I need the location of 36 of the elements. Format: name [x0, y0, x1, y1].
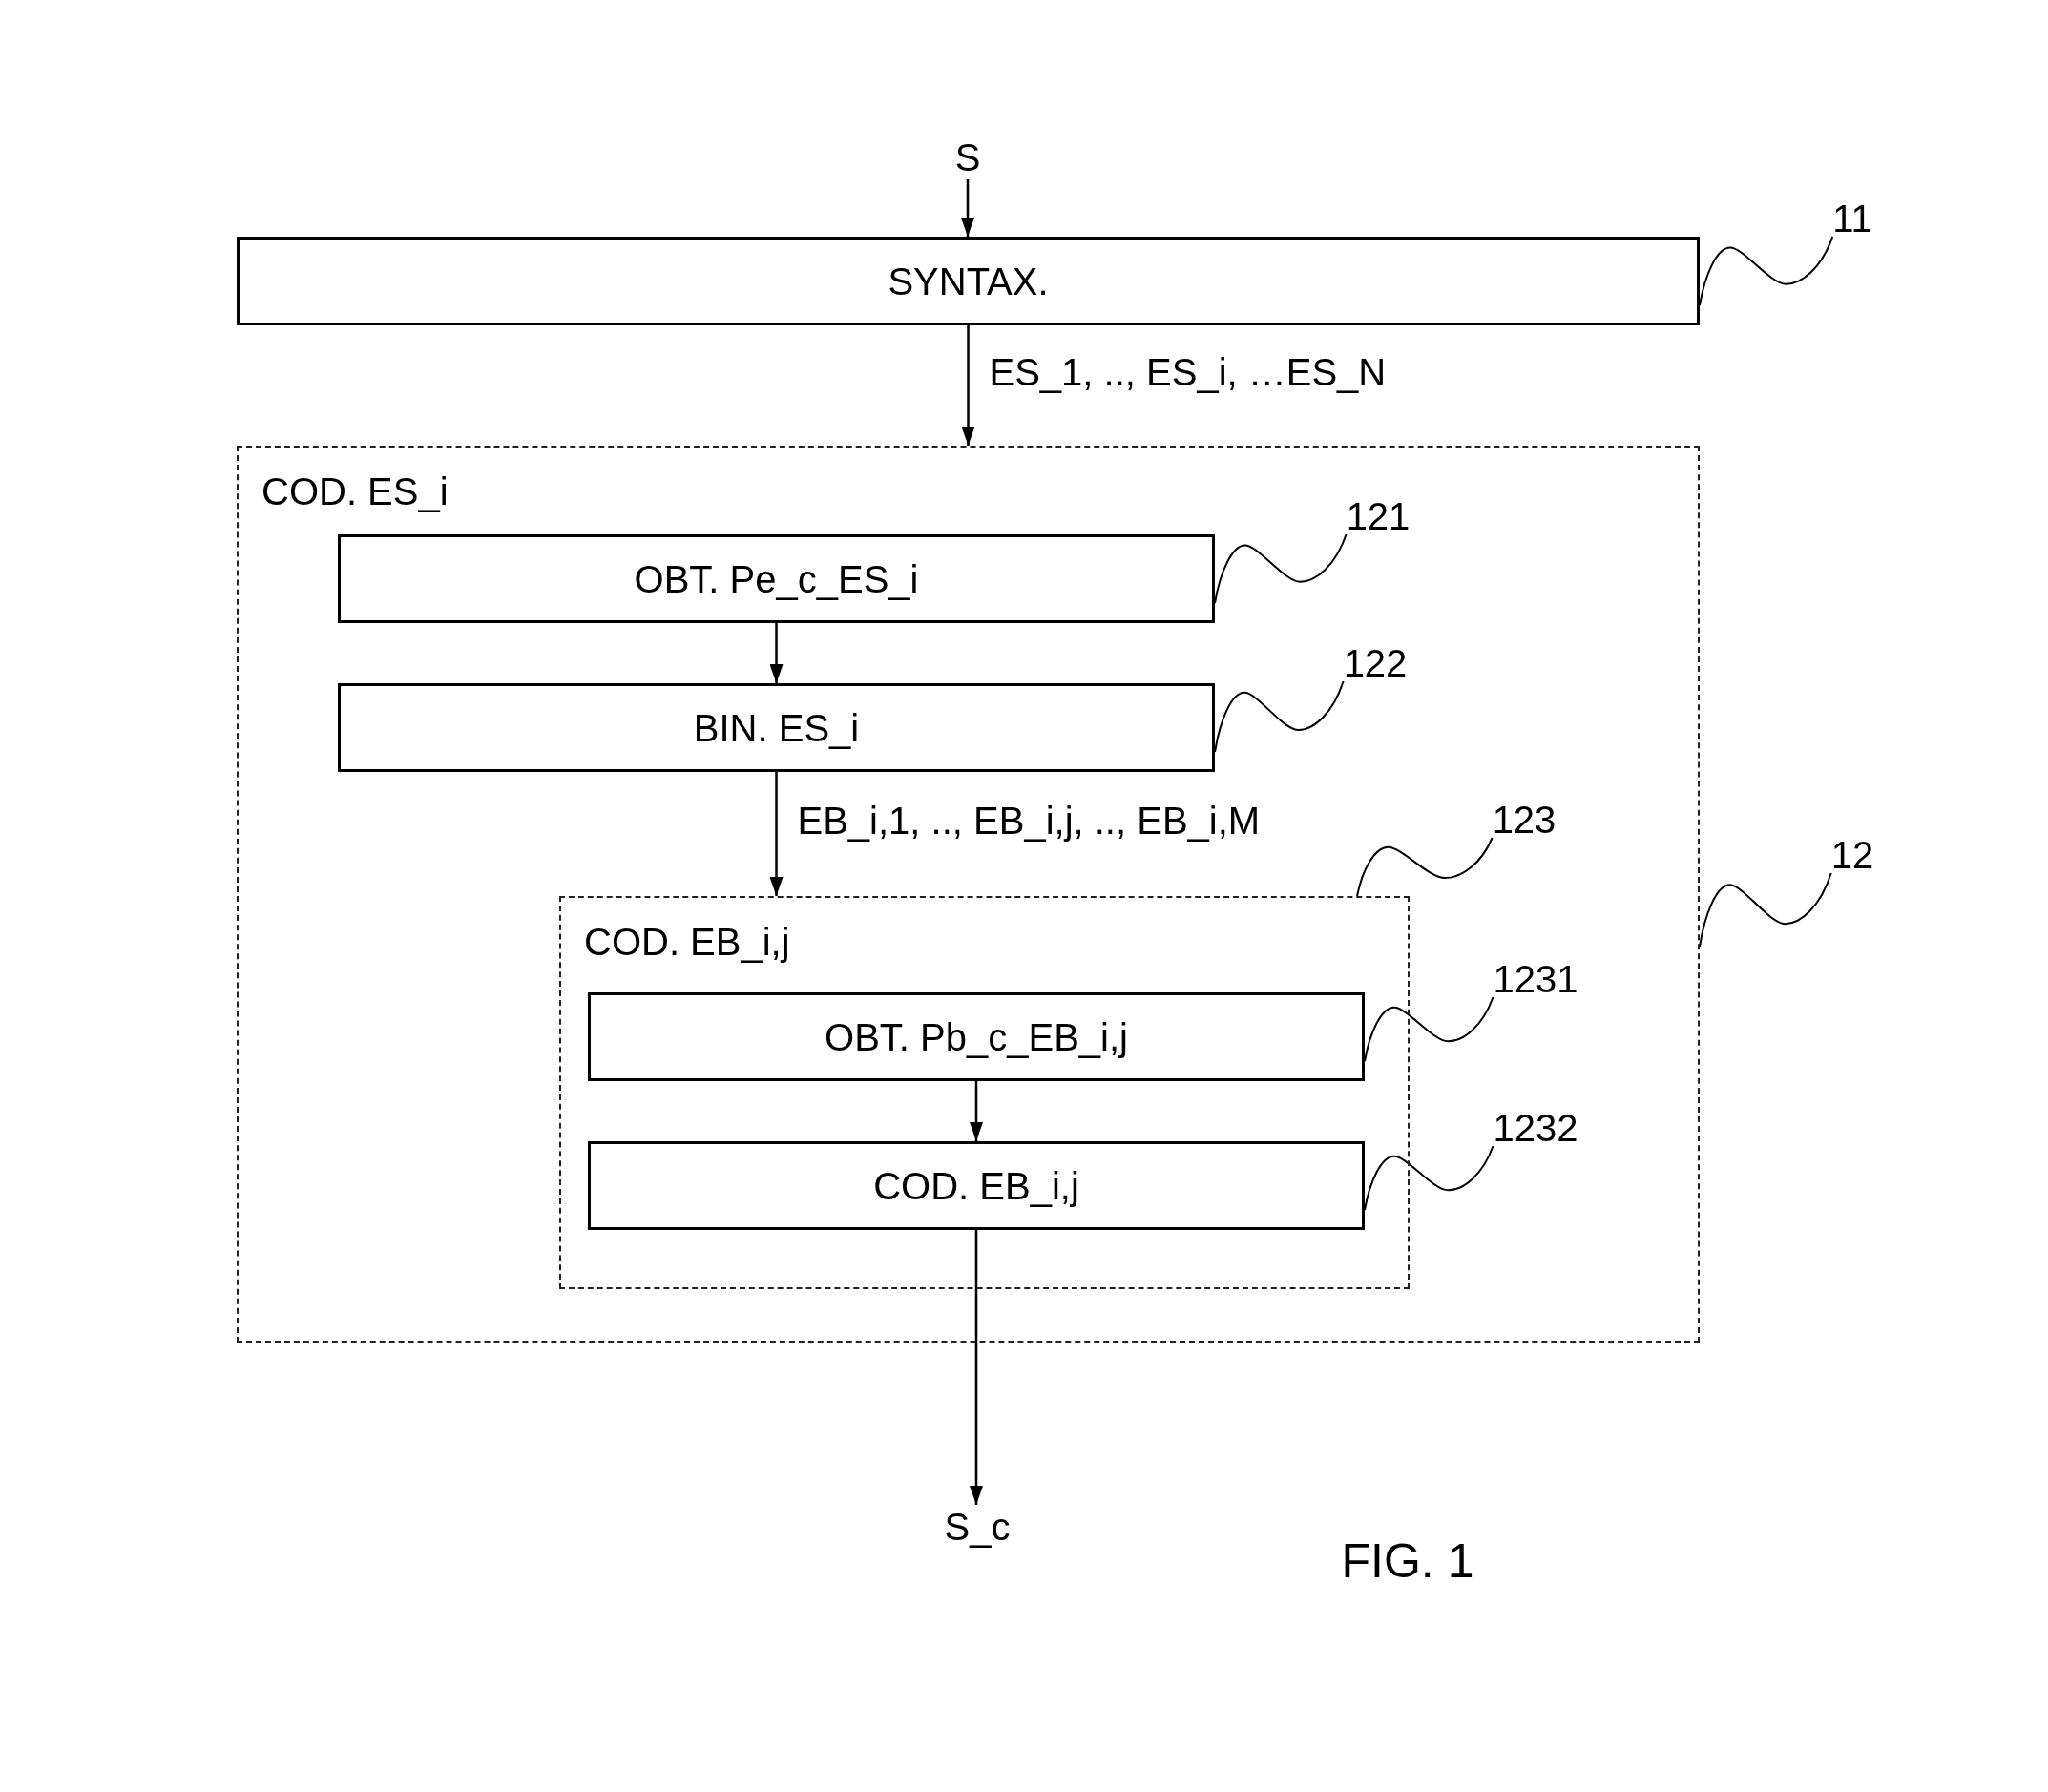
- step-label: OBT. Pe_c_ES_i: [634, 556, 919, 601]
- process-box: [588, 1141, 1365, 1230]
- process-box: [338, 534, 1215, 623]
- step-label: COD. EB_i,j: [873, 1163, 1079, 1208]
- callout-number: 1231: [1493, 957, 1578, 1001]
- arrow: [970, 1230, 983, 1505]
- callout-number: 1232: [1493, 1106, 1578, 1150]
- leader-line: [1214, 533, 1348, 604]
- arrow: [961, 179, 974, 237]
- leader-line: [1356, 837, 1494, 897]
- arrow: [769, 623, 784, 683]
- group-heading: COD. EB_i,j: [584, 920, 790, 964]
- arrow: [970, 1081, 983, 1141]
- step-label: BIN. ES_i: [693, 705, 860, 750]
- signal-label: S: [954, 135, 981, 179]
- leader-line: [1699, 236, 1834, 306]
- process-box: [338, 683, 1215, 772]
- callout-number: 12: [1830, 833, 1874, 877]
- figure-label: FIG. 1: [1341, 1534, 1474, 1590]
- step-label: SYNTAX.: [888, 259, 1049, 303]
- process-box: [588, 992, 1365, 1081]
- callout-number: 121: [1346, 494, 1411, 538]
- dashed-group-box: [559, 896, 1410, 1289]
- step-label: OBT. Pb_c_EB_i,j: [825, 1014, 1128, 1059]
- leader-line: [1699, 872, 1832, 948]
- leader-line: [1214, 680, 1345, 753]
- signal-label: S_c: [944, 1505, 1011, 1549]
- callout-number: 122: [1343, 641, 1408, 685]
- callout-number: 11: [1832, 197, 1872, 240]
- leader-line: [1364, 996, 1494, 1062]
- process-box: [237, 237, 1700, 325]
- arrow: [769, 772, 784, 896]
- arrow: [961, 325, 975, 446]
- leader-line: [1364, 1145, 1494, 1211]
- group-heading: COD. ES_i: [261, 469, 449, 513]
- callout-number: 123: [1492, 798, 1557, 842]
